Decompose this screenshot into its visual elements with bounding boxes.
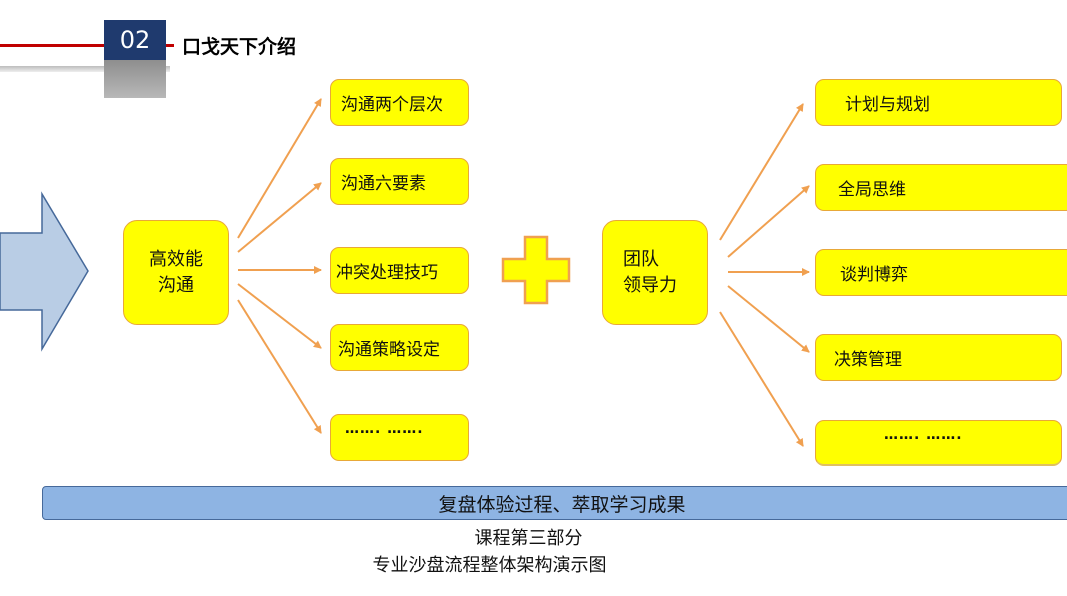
node-efficient-communication: 高效能 沟通: [123, 220, 229, 325]
connector-left-5: [237, 299, 322, 434]
right-item-3: 谈判博弈: [815, 249, 1067, 296]
connector-left-4: [237, 283, 322, 349]
summary-banner: 复盘体验过程、萃取学习成果: [42, 486, 1067, 520]
connector-left-1: [237, 98, 322, 239]
page-title: 口戈天下介绍: [182, 36, 297, 58]
left-item-3: 冲突处理技巧: [330, 247, 469, 294]
connector-right-4: [727, 285, 810, 353]
header-shadow-rule: [0, 66, 170, 72]
section-number: 02: [104, 20, 166, 60]
left-item-5: ……. …….: [330, 414, 469, 461]
right-item-4: 决策管理: [815, 334, 1062, 381]
connector-right-5: [719, 311, 804, 447]
node-efficient-communication-line1: 高效能: [149, 248, 203, 270]
left-item-4: 沟通策略设定: [330, 324, 469, 371]
header-rule-left: [0, 44, 104, 47]
right-item-2: 全局思维: [815, 164, 1067, 211]
connector-right-2: [727, 185, 810, 258]
right-item-5: ……. …….: [815, 420, 1062, 466]
node-team-leadership: 团队 领导力: [602, 220, 708, 325]
caption-part: 课程第三部分: [474, 528, 583, 549]
big-arrow-shape: [0, 191, 89, 352]
caption-title: 专业沙盘流程整体架构演示图: [372, 555, 607, 576]
connector-left-2: [237, 182, 322, 253]
node-efficient-communication-line2: 沟通: [158, 274, 194, 296]
header-rule-right: [166, 44, 174, 47]
left-item-1: 沟通两个层次: [330, 79, 469, 126]
connector-right-1: [719, 103, 804, 241]
node-team-leadership-line2: 领导力: [623, 274, 677, 296]
section-number-shadow: [104, 58, 166, 98]
plus-icon: [501, 235, 571, 305]
right-item-1: 计划与规划: [815, 79, 1062, 126]
left-item-2: 沟通六要素: [330, 158, 469, 205]
node-team-leadership-line1: 团队: [623, 248, 659, 270]
